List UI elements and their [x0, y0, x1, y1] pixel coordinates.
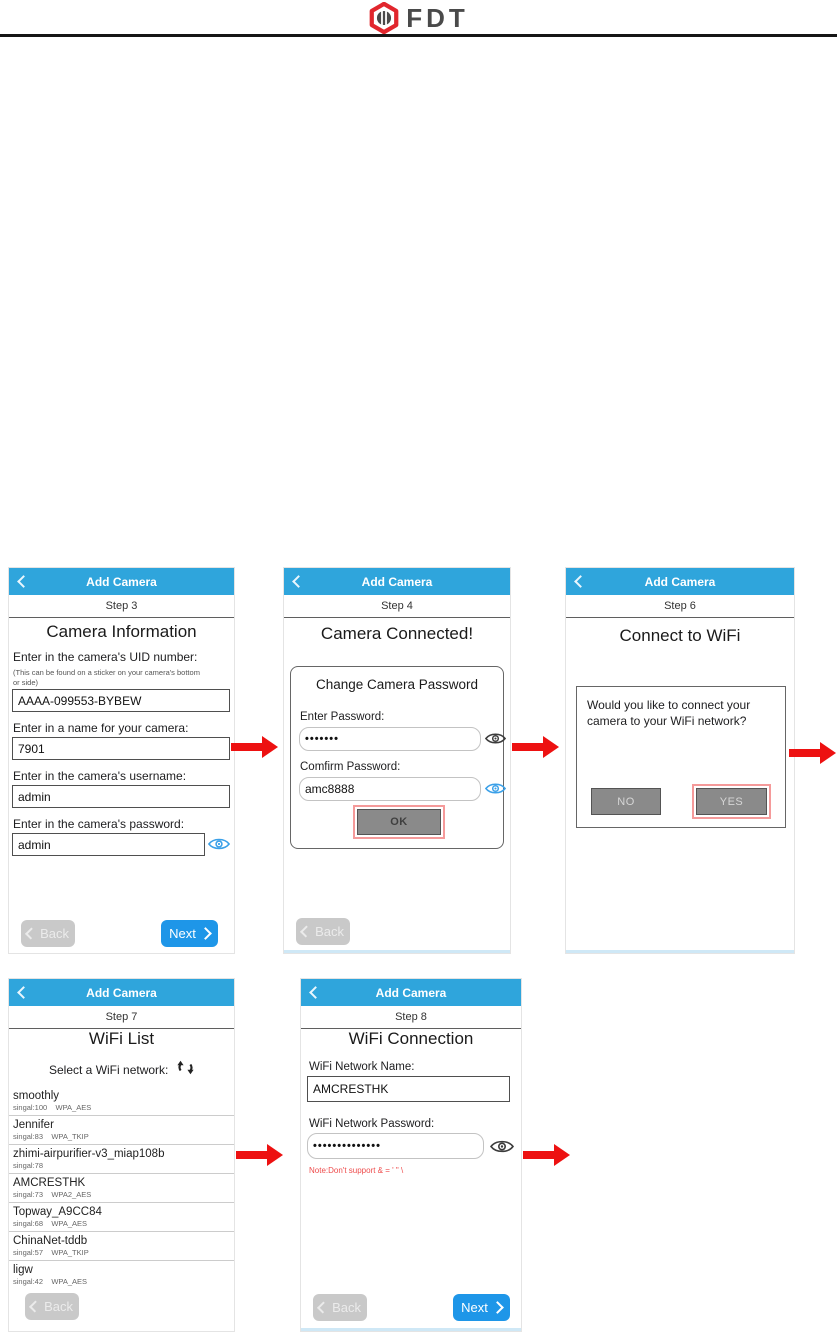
- confirm-password-label: Comfirm Password:: [300, 761, 401, 773]
- appbar-title: Add Camera: [86, 985, 157, 1000]
- appbar: Add Camera: [9, 979, 234, 1006]
- show-password-eye-icon[interactable]: [208, 837, 230, 851]
- appbar: Add Camera: [301, 979, 521, 1006]
- flow-arrow-icon: [512, 736, 559, 758]
- back-chevron-icon: [29, 1300, 42, 1313]
- page-title: Connect to WiFi: [619, 626, 741, 645]
- step-indicator: Step 7: [9, 1006, 234, 1029]
- wifi-network-row[interactable]: smoothly singal:100 WPA_AES: [9, 1087, 234, 1116]
- back-button[interactable]: Back: [313, 1294, 367, 1321]
- fdt-hexagon-icon: [369, 2, 399, 34]
- page-title: Camera Connected!: [320, 624, 474, 643]
- confirm-password-input[interactable]: [299, 777, 481, 801]
- step-indicator: Step 8: [301, 1006, 521, 1029]
- fdt-logo: FDT: [0, 2, 837, 34]
- wifi-network-row[interactable]: zhimi-airpurifier-v3_miap108b singal:78: [9, 1145, 234, 1174]
- back-chevron-icon[interactable]: [309, 986, 322, 999]
- yes-button[interactable]: YES: [696, 788, 767, 815]
- flow-arrow-icon: [523, 1144, 570, 1166]
- wifi-name-input[interactable]: [307, 1076, 510, 1102]
- wifi-network-row[interactable]: AMCRESTHK singal:73 WPA2_AES: [9, 1174, 234, 1203]
- refresh-icon[interactable]: [177, 1059, 194, 1076]
- screenshot-step4: Add Camera Step 4 Camera Connected! Chan…: [283, 567, 511, 954]
- screenshot-step6: Add Camera Step 6 Connect to WiFi Would …: [565, 567, 795, 954]
- wifi-network-row[interactable]: Jennifer singal:83 WPA_TKIP: [9, 1116, 234, 1145]
- page-title: WiFi List: [88, 1029, 155, 1048]
- back-button[interactable]: Back: [296, 918, 350, 945]
- appbar: Add Camera: [284, 568, 510, 595]
- ok-button[interactable]: OK: [357, 809, 441, 835]
- camera-name-label: Enter in a name for your camera:: [13, 721, 189, 735]
- back-chevron-icon: [300, 925, 313, 938]
- wifi-network-row[interactable]: ChinaNet-tddb singal:57 WPA_TKIP: [9, 1232, 234, 1261]
- username-label: Enter in the camera's username:: [13, 769, 187, 783]
- password-label: Enter in the camera's password:: [13, 817, 185, 831]
- flow-arrow-icon: [236, 1144, 283, 1166]
- show-password-eye-icon[interactable]: [485, 732, 506, 745]
- ok-highlight-box: OK: [353, 805, 445, 839]
- appbar: Add Camera: [9, 568, 234, 595]
- page-title: WiFi Connection: [348, 1029, 474, 1048]
- no-button[interactable]: NO: [591, 788, 661, 815]
- select-network-label: Select a WiFi network:: [49, 1063, 169, 1077]
- wifi-password-label: WiFi Network Password:: [309, 1118, 435, 1130]
- show-password-eye-icon[interactable]: [490, 1139, 514, 1154]
- appbar: Add Camera: [566, 568, 794, 595]
- show-password-eye-icon[interactable]: [485, 782, 506, 795]
- screenshot-step8: Add Camera Step 8 WiFi Connection WiFi N…: [300, 978, 522, 1332]
- appbar-title: Add Camera: [86, 574, 157, 589]
- next-chevron-icon: [490, 1301, 504, 1314]
- page-title: Camera Information: [46, 622, 197, 641]
- yes-highlight-box: YES: [692, 784, 771, 819]
- wifi-network-row[interactable]: Topway_A9CC84 singal:68 WPA_AES: [9, 1203, 234, 1232]
- flow-arrow-icon: [789, 742, 836, 764]
- username-input[interactable]: [12, 785, 230, 808]
- wifi-network-row[interactable]: ligw singal:42 WPA_AES: [13, 1264, 88, 1286]
- appbar-title: Add Camera: [375, 985, 447, 1000]
- back-chevron-icon[interactable]: [17, 986, 30, 999]
- uid-input[interactable]: [12, 689, 230, 712]
- screenshot-bottom-strip: [284, 950, 510, 953]
- back-button[interactable]: Back: [25, 1293, 79, 1320]
- flow-arrow-icon: [231, 736, 278, 758]
- screenshot-bottom-strip: [566, 950, 794, 953]
- wifi-name-label: WiFi Network Name:: [309, 1061, 415, 1073]
- wifi-password-input[interactable]: [307, 1133, 484, 1159]
- wifi-question-text: Would you like to connect your camera to…: [587, 698, 751, 728]
- back-chevron-icon[interactable]: [17, 575, 30, 588]
- uid-note: (This can be found on a sticker on your …: [13, 668, 200, 687]
- next-chevron-icon: [198, 927, 212, 940]
- wifi-question-dialog: Would you like to connect your camera to…: [576, 686, 786, 828]
- enter-password-label: Enter Password:: [300, 711, 385, 723]
- appbar-title: Add Camera: [644, 574, 716, 589]
- next-button[interactable]: Next: [453, 1294, 510, 1321]
- logo-text: FDT: [406, 3, 469, 33]
- enter-password-input[interactable]: [299, 727, 481, 751]
- screenshot-step3: Add Camera Step 3 Camera Information Ent…: [8, 567, 235, 954]
- step-indicator: Step 4: [284, 595, 510, 618]
- next-button[interactable]: Next: [161, 920, 218, 947]
- password-input[interactable]: [12, 833, 205, 856]
- step-indicator: Step 3: [9, 595, 234, 618]
- appbar-title: Add Camera: [361, 574, 433, 589]
- dialog-title: Change Camera Password: [315, 677, 479, 692]
- back-chevron-icon: [317, 1301, 330, 1314]
- screenshot-step7: Add Camera Step 7 WiFi List Select a WiF…: [8, 978, 235, 1332]
- back-button[interactable]: Back: [21, 920, 75, 947]
- password-note: Note:Don't support & = ' " \: [309, 1166, 404, 1175]
- back-chevron-icon: [25, 927, 38, 940]
- screenshot-bottom-strip: [301, 1328, 521, 1331]
- uid-label: Enter in the camera's UID number:: [13, 650, 198, 664]
- back-chevron-icon[interactable]: [292, 575, 305, 588]
- step-indicator: Step 6: [566, 595, 794, 618]
- header-rule: [0, 34, 837, 37]
- change-password-dialog: Change Camera Password Enter Password: C…: [290, 666, 506, 849]
- back-chevron-icon[interactable]: [574, 575, 587, 588]
- camera-name-input[interactable]: [12, 737, 230, 760]
